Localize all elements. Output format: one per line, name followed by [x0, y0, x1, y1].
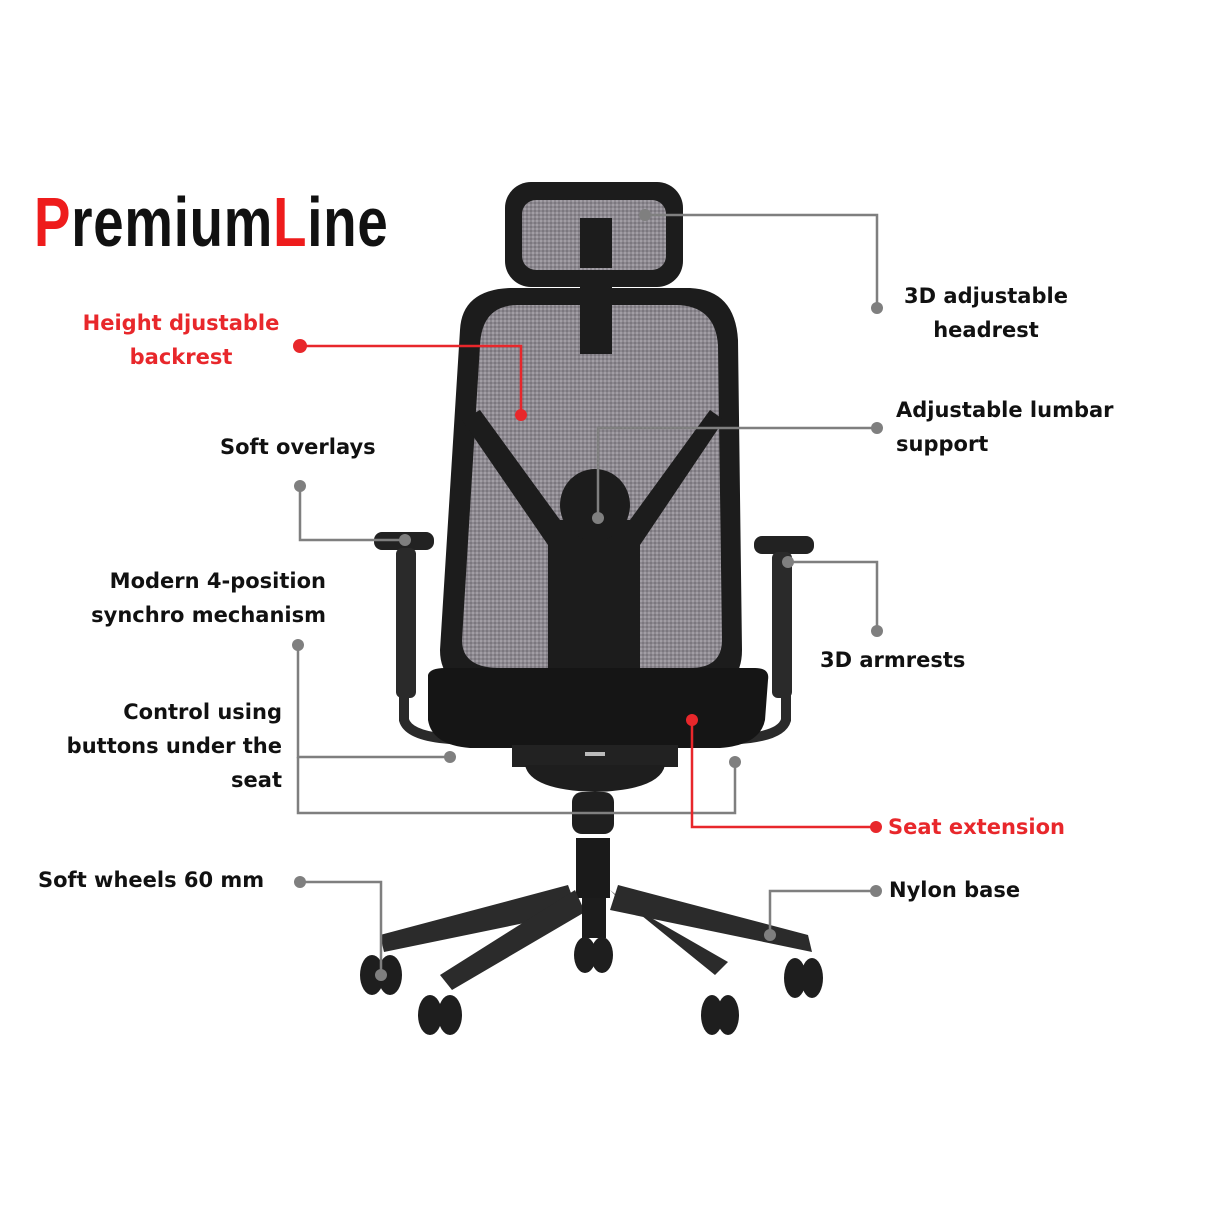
- label-base: Nylon base: [889, 878, 1021, 902]
- label-control: Control using buttons under the seat: [66, 700, 282, 792]
- label-lumbar: Adjustable lumbar support: [896, 398, 1114, 456]
- red-connectors: [300, 344, 876, 829]
- backrest: [440, 288, 742, 690]
- headrest-connector: [645, 213, 879, 308]
- connector-lines: [296, 213, 879, 975]
- seat: [428, 668, 769, 792]
- logo-letter-l: L: [273, 183, 308, 261]
- logo-text-remium: remium: [71, 183, 274, 261]
- label-armrests: 3D armrests: [820, 648, 966, 672]
- red-dots: [293, 339, 882, 833]
- lumbar-connector: [596, 426, 877, 518]
- control-connector: [296, 757, 737, 815]
- brand-logo: PremiumLine: [34, 182, 388, 262]
- backrest-connector: [300, 344, 523, 415]
- seat-extension-connector: [690, 720, 876, 829]
- label-mechanism: Modern 4-position synchro mechanism: [91, 569, 326, 627]
- label-overlays: Soft overlays: [220, 435, 376, 459]
- headrest: [505, 182, 683, 354]
- logo-letter-p: P: [34, 183, 72, 261]
- label-backrest: Height djustable backrest: [82, 311, 280, 369]
- overlays-connector: [298, 486, 405, 542]
- armrests-connector: [788, 560, 879, 631]
- logo-text-ine: ine: [307, 183, 389, 261]
- base-connector: [768, 889, 876, 935]
- gas-lift: [572, 792, 614, 898]
- connector-dots: [292, 209, 883, 981]
- wheels-connector: [300, 880, 383, 975]
- wheels: [360, 937, 823, 1035]
- nylon-base: [380, 885, 812, 990]
- label-seat-extension: Seat extension: [888, 815, 1065, 839]
- label-headrest: 3D adjustable headrest: [904, 284, 1068, 342]
- label-wheels: Soft wheels 60 mm: [38, 868, 265, 892]
